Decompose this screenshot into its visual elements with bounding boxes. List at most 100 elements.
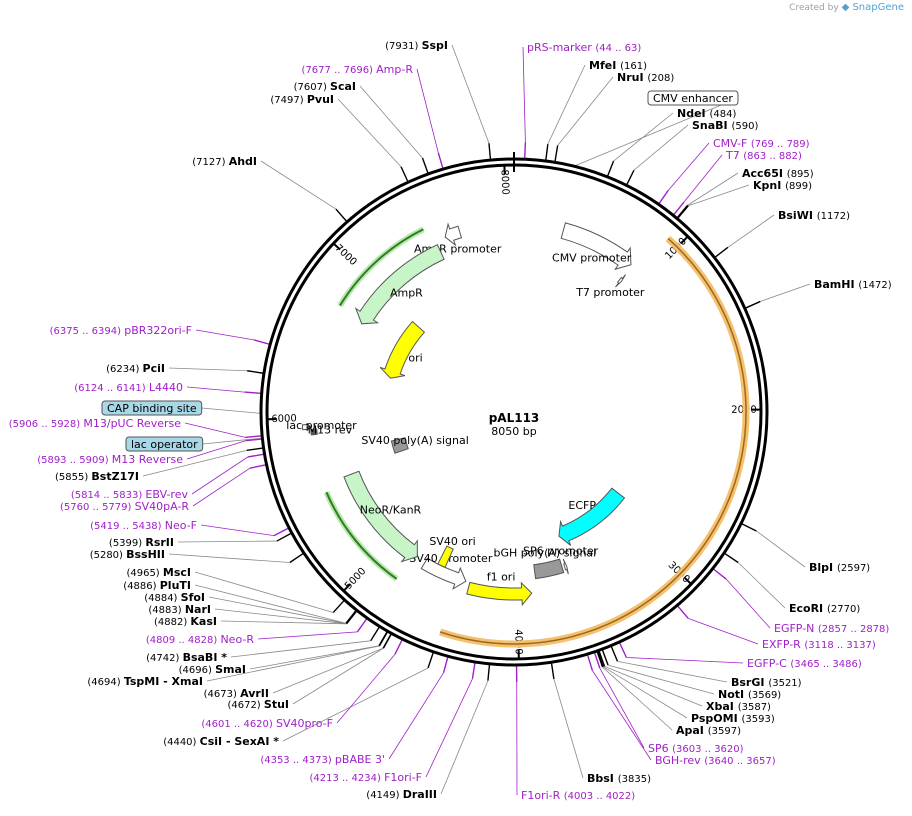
site-name: pRS-marker xyxy=(527,41,595,54)
site-label: (4884) SfoI xyxy=(144,591,205,604)
site-tick xyxy=(442,655,449,673)
site-tick xyxy=(722,551,739,564)
site-name: KasI xyxy=(190,615,217,628)
site-name: Neo-F xyxy=(165,519,197,532)
site-name: L4440 xyxy=(149,381,183,394)
leader-line xyxy=(602,666,673,731)
site-tick xyxy=(672,201,685,217)
site-position: (5760 .. 5779) xyxy=(60,502,135,513)
site-position: (3597) xyxy=(708,726,741,737)
site-position: (1472) xyxy=(858,280,891,291)
leader-line xyxy=(760,283,811,302)
site-label: (4809 .. 4828) Neo-R xyxy=(146,633,255,646)
site-label: BlpI (2597) xyxy=(809,561,870,574)
site-name: SspI xyxy=(422,39,448,52)
site-label: Acc65I (895) xyxy=(742,167,814,180)
site-position: (4440) xyxy=(163,737,199,748)
site-tick xyxy=(657,189,669,206)
site-position: (7127) xyxy=(192,157,228,168)
site-tick xyxy=(335,208,349,224)
tick-mark xyxy=(684,577,692,585)
site-position: (2857 .. 2878) xyxy=(818,624,890,635)
site-name: PvuI xyxy=(307,93,334,106)
site-position: (3835) xyxy=(618,774,651,785)
site-name: DraIII xyxy=(403,788,437,801)
site-label: (5906 .. 5928) M13/pUC Reverse xyxy=(9,417,181,430)
site-name: BGH-rev xyxy=(655,754,704,767)
site-tick xyxy=(346,609,359,625)
site-position: (3569) xyxy=(748,690,781,701)
site-position: (4965) xyxy=(126,568,162,579)
site-label: (6375 .. 6394) pBR322ori-F xyxy=(50,324,192,337)
leader-lines xyxy=(142,44,811,796)
site-label: (4886) PluTI xyxy=(123,579,191,592)
leader-line xyxy=(272,647,384,694)
site-name: M13 Reverse xyxy=(112,453,183,466)
site-name: CMV-F xyxy=(713,137,751,150)
leader-line xyxy=(603,666,688,719)
leader-line xyxy=(184,422,246,438)
m13-rev-arrow xyxy=(310,428,318,436)
site-tick xyxy=(427,650,435,669)
leader-line xyxy=(388,672,444,760)
site-name: NotI xyxy=(718,688,748,701)
site-name: BsaBI * xyxy=(183,651,228,664)
site-label: (4696) SmaI xyxy=(179,663,246,676)
site-tick xyxy=(400,166,410,184)
leader-line xyxy=(195,329,254,341)
leader-line xyxy=(683,154,723,203)
tick-mark xyxy=(680,236,688,244)
site-tick xyxy=(609,644,619,662)
site-position: (2770) xyxy=(827,604,860,615)
site-position: (4694) xyxy=(87,677,123,688)
sp6-promoter-arrow xyxy=(562,558,569,575)
site-tick xyxy=(394,637,404,655)
leader-line xyxy=(337,98,402,168)
site-position: (2597) xyxy=(837,563,870,574)
leader-line xyxy=(591,670,652,761)
leader-line xyxy=(725,578,771,629)
leader-line xyxy=(451,44,490,144)
site-tick xyxy=(249,463,268,469)
leader-line xyxy=(206,645,380,682)
site-label: (4673) AvrII xyxy=(204,687,269,700)
site-label: (4353 .. 4373) pBABE 3' xyxy=(260,753,385,766)
site-tick xyxy=(276,531,293,542)
site-tick xyxy=(586,652,593,671)
leader-line xyxy=(607,664,715,695)
cmv-promoter-arrow xyxy=(560,222,632,271)
site-position: (3521) xyxy=(768,678,801,689)
ecfp-arrow xyxy=(558,487,626,546)
site-label: (6234) PciI xyxy=(106,362,165,375)
site-name: ScaI xyxy=(330,80,356,93)
site-position: (5855) xyxy=(55,472,91,483)
leader-line xyxy=(688,184,750,207)
tick-label: 6000 xyxy=(271,413,297,425)
site-tick xyxy=(550,661,555,680)
site-position: (7607) xyxy=(294,82,330,93)
site-name: SV40pro-F xyxy=(276,717,333,730)
site-position: (3587) xyxy=(738,702,771,713)
site-name: ApaI xyxy=(676,724,708,737)
sv40-promoter-label: SV40 promoter xyxy=(409,552,493,565)
site-position: (6234) xyxy=(106,364,142,375)
sv40-polya-arrow xyxy=(390,437,409,454)
leader-line xyxy=(756,530,806,568)
site-tick xyxy=(625,169,635,187)
site-position: (44 .. 63) xyxy=(595,43,641,54)
site-name: BsrGI xyxy=(731,676,768,689)
site-tick xyxy=(378,630,389,647)
site-label: (5760 .. 5779) SV40pA-R xyxy=(60,500,189,513)
leader-line xyxy=(260,160,337,210)
leader-line xyxy=(626,657,744,664)
site-position: (899) xyxy=(785,181,812,192)
site-label: (4883) NarI xyxy=(148,603,211,616)
ori-arrow xyxy=(379,320,426,379)
site-label: (5419 .. 5438) Neo-F xyxy=(90,519,197,532)
site-tick xyxy=(618,640,628,658)
site-name: SfoI xyxy=(181,591,205,604)
leader-line xyxy=(249,645,380,670)
site-label: (4882) KasI xyxy=(154,615,217,628)
t7-promoter-label: T7 promoter xyxy=(575,286,645,299)
